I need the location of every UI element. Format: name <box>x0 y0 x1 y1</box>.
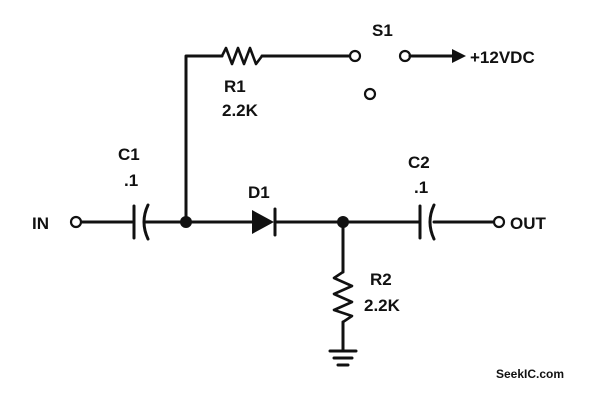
c2-name-label: C2 <box>408 153 430 172</box>
r1-name-label: R1 <box>224 77 246 96</box>
input-label: IN <box>32 214 49 233</box>
watermark-text: SeekIC.com <box>496 367 564 381</box>
junction-node-c1-d1 <box>180 216 192 228</box>
s1-name-label: S1 <box>372 21 393 40</box>
switch-s1 <box>348 49 412 101</box>
bias-wire <box>184 54 352 224</box>
d1-name-label: D1 <box>248 183 270 202</box>
r1-value-label: 2.2K <box>222 101 259 120</box>
resistor-r2 <box>332 270 354 324</box>
input-terminal <box>69 215 83 229</box>
c1-value-label: .1 <box>124 171 138 190</box>
capacitor-c1 <box>132 203 150 241</box>
junction-node-d1-c2 <box>337 216 349 228</box>
output-label: OUT <box>510 214 547 233</box>
capacitor-c2 <box>418 203 436 241</box>
c2-value-label: .1 <box>414 178 428 197</box>
supply-arrow <box>408 49 466 63</box>
c1-name-label: C1 <box>118 145 140 164</box>
supply-label: +12VDC <box>470 48 535 67</box>
resistor-r1 <box>220 46 264 66</box>
diode-d1 <box>252 207 277 237</box>
r2-name-label: R2 <box>370 270 392 289</box>
output-terminal <box>492 215 506 229</box>
r2-value-label: 2.2K <box>364 296 401 315</box>
ground-symbol <box>328 349 358 367</box>
